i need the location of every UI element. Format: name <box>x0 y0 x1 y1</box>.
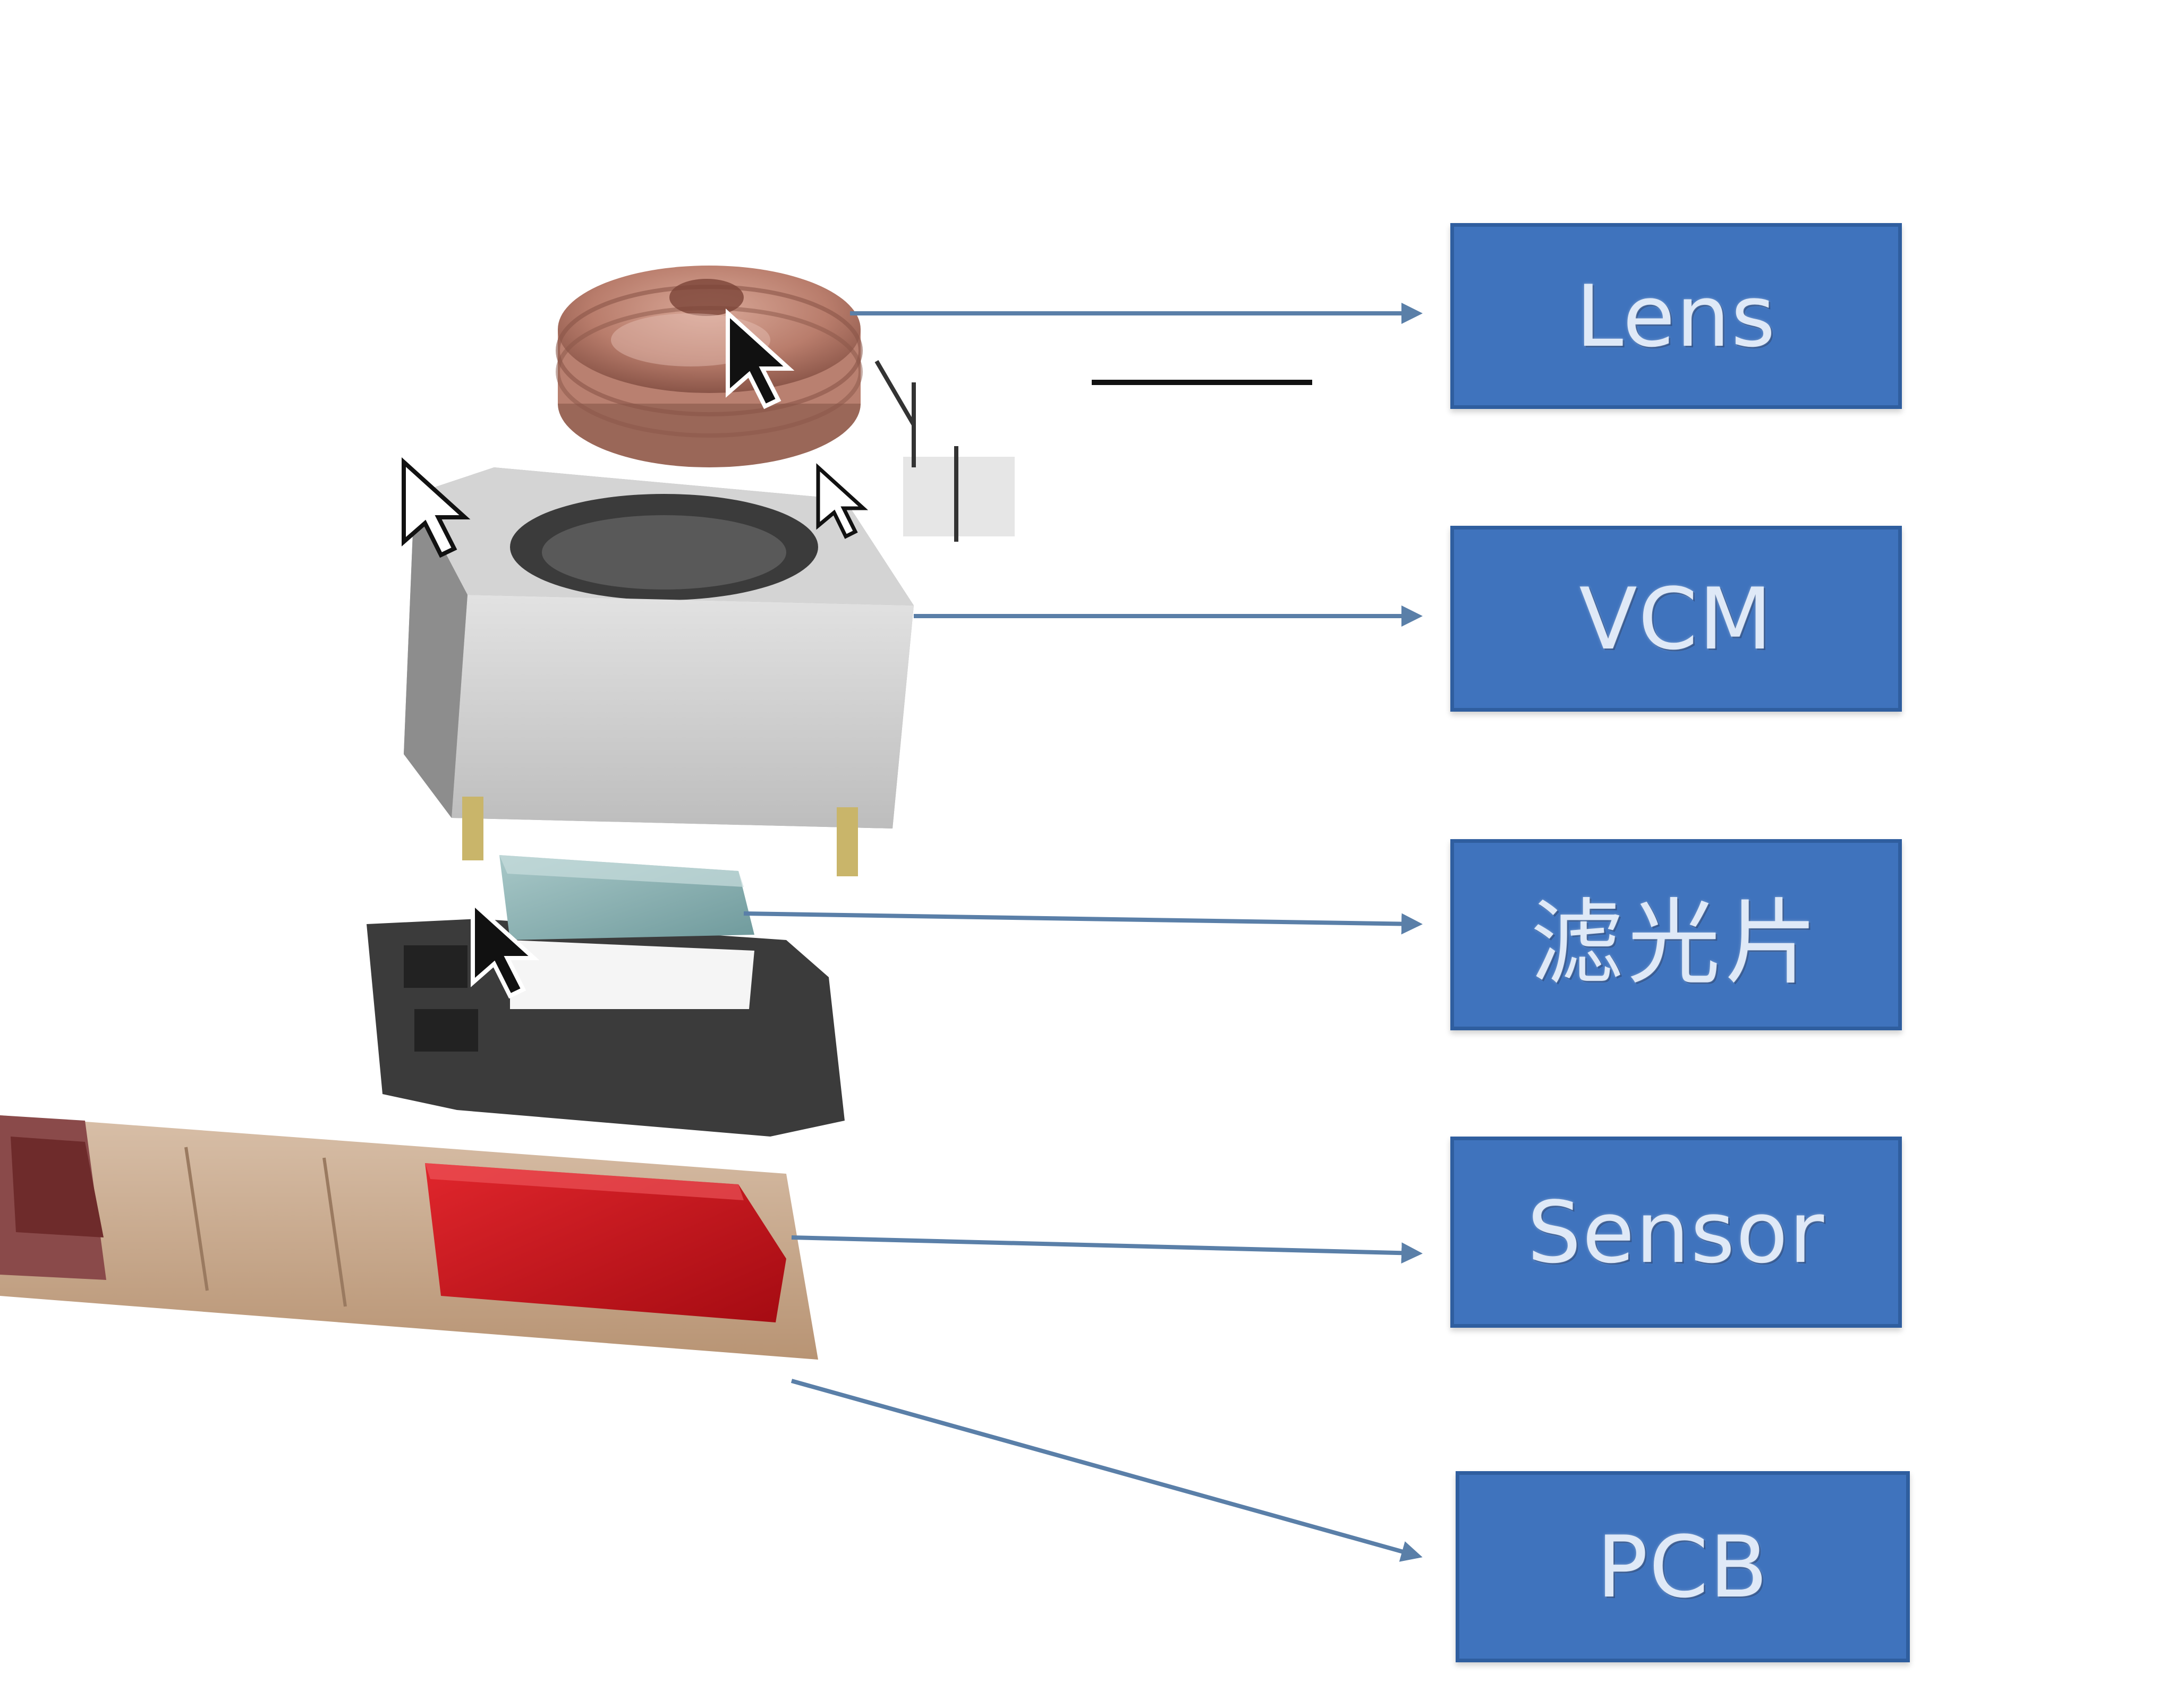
cursor-icon <box>726 308 795 409</box>
vcm-label: VCM <box>1579 569 1773 669</box>
pcb-label: PCB <box>1596 1517 1769 1617</box>
vcm-label-box: VCM <box>1450 526 1902 712</box>
cursor-icon <box>471 898 540 999</box>
filter-label-box: 滤光片 <box>1450 839 1902 1030</box>
lens-label-box: Lens <box>1450 223 1902 409</box>
filter-label: 滤光片 <box>1530 889 1822 997</box>
artifact-patch <box>903 457 1015 536</box>
artifact-stroke <box>874 360 916 426</box>
pcb-label-box: PCB <box>1456 1471 1910 1662</box>
cursor-icon <box>816 463 869 539</box>
sensor-label: Sensor <box>1527 1182 1825 1282</box>
lens-label: Lens <box>1576 266 1776 366</box>
cursor-icon <box>402 457 471 558</box>
sensor-pcb-component <box>0 1115 818 1360</box>
filter-component <box>367 855 845 1137</box>
vcm-component <box>404 467 914 876</box>
connector-arrows <box>743 303 1423 1562</box>
lens-component <box>556 266 863 467</box>
sensor-label-box: Sensor <box>1450 1137 1902 1328</box>
